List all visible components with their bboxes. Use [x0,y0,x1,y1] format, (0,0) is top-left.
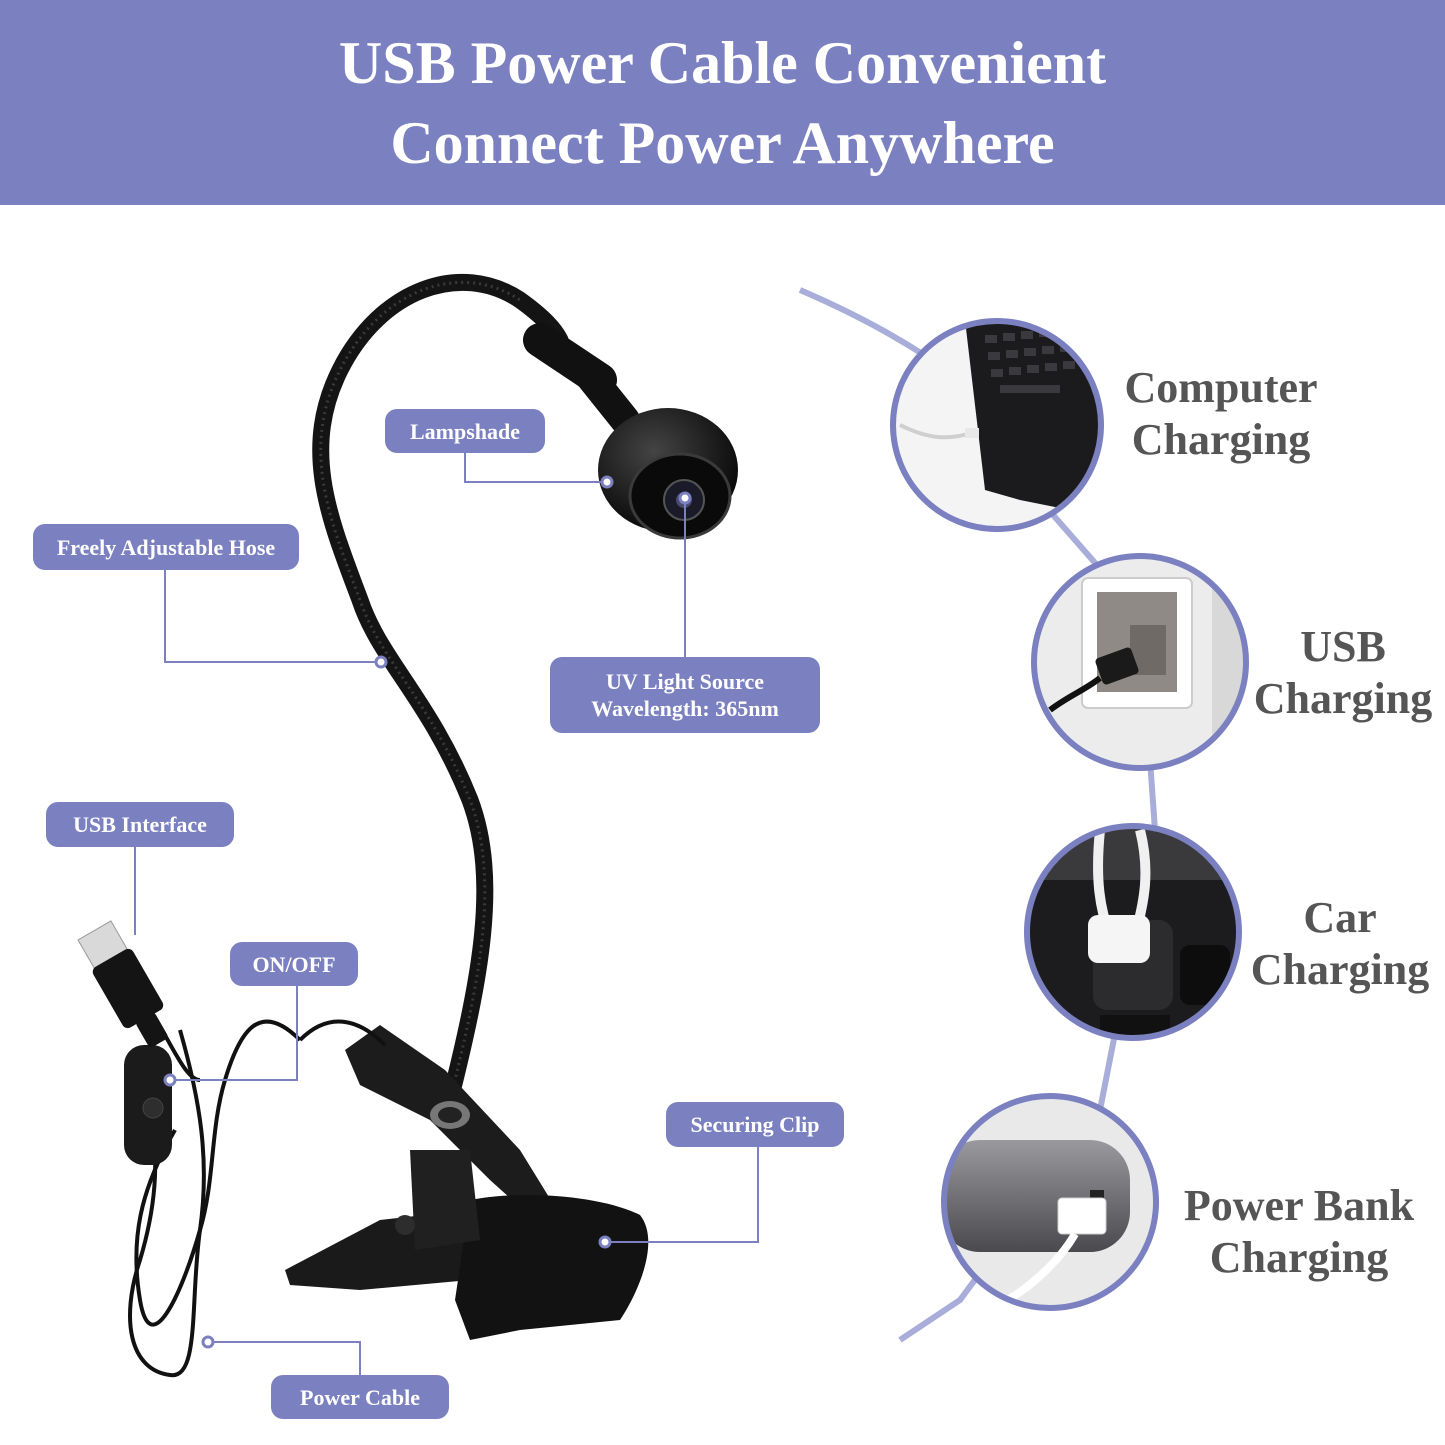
label-on-off-text: ON/OFF [252,951,336,977]
caption-computer-charging: Computer Charging [1110,362,1332,466]
label-securing-clip: Securing Clip [666,1102,844,1147]
label-usb-interface: USB Interface [46,802,234,847]
header-title-line-1: USB Power Cable Convenient [338,29,1107,96]
caption-car-charging: Car Charging [1242,892,1438,996]
caption-computer-line-2: Charging [1131,415,1311,464]
label-power-cable: Power Cable [271,1375,449,1419]
leader-lines [134,452,759,1378]
label-uv-light-source: UV Light Source Wavelength: 365nm [550,657,820,733]
lampshade-head [598,408,738,540]
label-lampshade-text: Lampshade [409,418,521,444]
caption-car-line-2: Charging [1250,945,1430,994]
power-cable [298,1019,387,1047]
caption-usb-line-1: USB [1300,622,1386,671]
car-charger-icon [1024,823,1242,1041]
label-hose-text: Freely Adjustable Hose [56,534,276,560]
label-freely-adjustable-hose: Freely Adjustable Hose [33,524,299,570]
caption-power-bank-charging: Power Bank Charging [1170,1180,1428,1284]
label-on-off: ON/OFF [230,942,358,986]
caption-usb-charging: USB Charging [1245,621,1441,725]
header-title-line-2: Connect Power Anywhere [390,109,1055,176]
wall-socket-icon [1031,553,1249,771]
laptop-icon [890,318,1104,532]
label-usb-interface-text: USB Interface [73,812,207,837]
power-bank-icon [941,1093,1159,1311]
gooseneck-hose [312,273,569,1109]
caption-car-line-1: Car [1303,893,1377,942]
header-banner: USB Power Cable Convenient Connect Power… [0,0,1445,205]
label-securing-clip-text: Securing Clip [690,1112,820,1137]
usb-plug [77,920,168,1048]
label-power-cable-text: Power Cable [300,1384,420,1410]
uv-lamp-product [77,273,738,1378]
securing-clip [285,1025,649,1340]
caption-power-bank-line-1: Power Bank [1183,1181,1415,1230]
leader-dots [163,475,692,1349]
label-lampshade: Lampshade [385,409,545,453]
label-uv-line-2: Wavelength: 365nm [591,696,779,721]
caption-usb-line-2: Charging [1253,674,1433,723]
caption-power-bank-line-2: Charging [1209,1233,1389,1282]
label-uv-line-1: UV Light Source [605,669,765,694]
caption-computer-line-1: Computer [1124,363,1318,412]
